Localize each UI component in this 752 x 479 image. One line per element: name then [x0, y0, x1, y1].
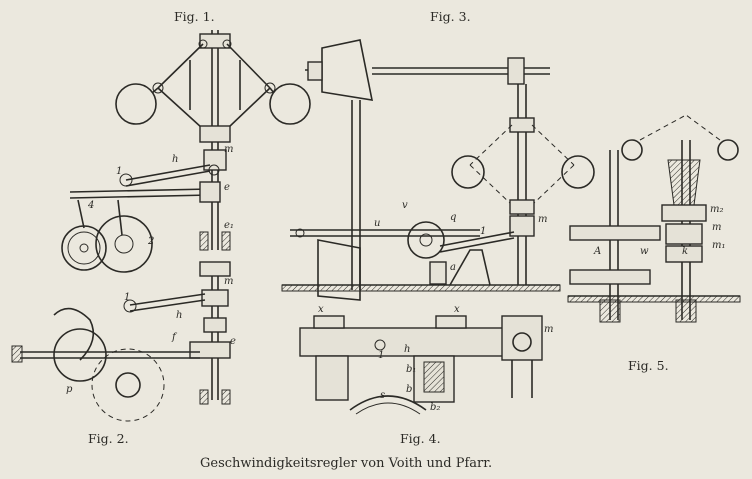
fig5-label: Fig. 5. [628, 358, 669, 373]
fig5-drawing [567, 114, 741, 323]
label-1-fig4: 1 [378, 350, 384, 361]
label-1-fig2: 1 [124, 292, 130, 303]
label-b1-fig4: b₁ [406, 364, 416, 375]
label-4-fig1: 4 [87, 200, 94, 211]
label-m1-fig5: m₁ [712, 240, 726, 251]
label-x1-fig4: x [318, 304, 324, 315]
label-2-fig1: 2 [147, 236, 154, 247]
fig2-drawing [11, 261, 231, 422]
label-q-fig3: q [450, 212, 456, 223]
fig1-label: Fig. 1. [174, 9, 215, 24]
label-a-fig3: a [450, 262, 456, 273]
label-1-fig1: 1 [116, 166, 122, 177]
label-f-fig2: f [171, 332, 178, 343]
caption: Geschwindigkeitsregler von Voith und Pfa… [200, 456, 492, 471]
label-A-fig5: A [593, 246, 601, 257]
label-b2-fig4: b₂ [430, 402, 440, 413]
fig3-drawing [281, 39, 595, 301]
label-v-fig3: v [402, 200, 408, 211]
label-e-fig2: e [230, 336, 236, 347]
label-b-fig4: b [406, 384, 412, 395]
label-p-fig2: p [66, 384, 73, 395]
label-h-fig4: h [404, 344, 410, 355]
label-h-fig2: h [176, 310, 182, 321]
fig4-label: Fig. 4. [400, 431, 441, 446]
label-m-fig3: m [538, 214, 547, 225]
label-e1-fig1: e₁ [224, 220, 234, 231]
label-w-fig5: w [640, 246, 649, 257]
label-m-fig5: m [712, 222, 721, 233]
label-k-fig5: k [682, 246, 688, 257]
label-s-fig4: s [380, 390, 385, 401]
label-h-fig1: h [172, 154, 178, 165]
label-1-fig3: 1 [480, 226, 486, 237]
label-m-fig2: m [224, 276, 233, 287]
fig1-drawing [61, 30, 311, 273]
fig4-drawing [299, 315, 543, 415]
fig2-label: Fig. 2. [88, 431, 129, 446]
label-m-fig4: m [544, 324, 553, 335]
label-m2-fig5: m₂ [710, 204, 724, 215]
label-m-fig1: m [224, 144, 233, 155]
label-e-fig1: e [224, 182, 230, 193]
label-x2-fig4: x [454, 304, 460, 315]
fig3-label: Fig. 3. [430, 9, 471, 24]
label-u-fig3: u [374, 218, 380, 229]
